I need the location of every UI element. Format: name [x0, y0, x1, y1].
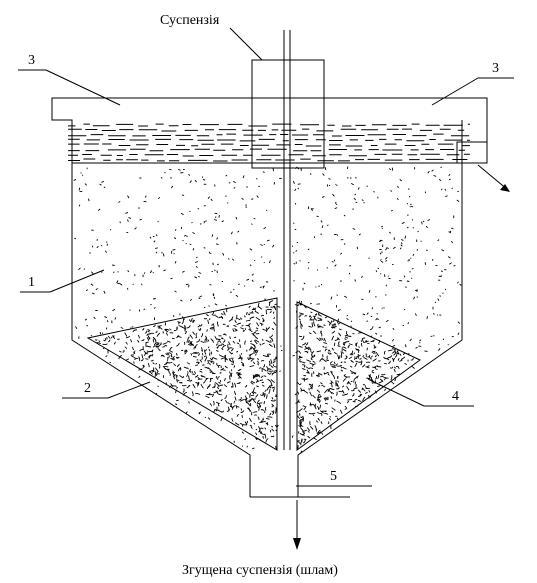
overflow-outlet	[456, 141, 488, 164]
label-overflow-left: 3	[28, 53, 35, 68]
leader-3-left-diag	[45, 69, 121, 106]
output-arrowhead	[293, 538, 301, 550]
clear-liquid-line	[68, 143, 470, 147]
clear-liquid-line	[68, 158, 468, 162]
clear-liquid-line	[68, 153, 470, 157]
sludge-triangle-left	[86, 297, 278, 451]
label-zone-2: 2	[84, 381, 91, 396]
sludge-speckle	[94, 300, 415, 451]
clear-liquid-line	[68, 123, 470, 127]
label-overflow-right: 3	[492, 61, 499, 76]
leader-4-diag	[369, 379, 425, 407]
label-output: Згущена суспензія (шлам)	[182, 563, 338, 578]
leader-3-right-diag	[431, 77, 479, 106]
clear-liquid-line	[68, 138, 470, 142]
clear-liquid-line	[68, 148, 466, 152]
suspension-speckle	[73, 166, 462, 453]
overflow-arrow	[477, 164, 509, 191]
clear-liquid-zone	[68, 123, 470, 162]
label-zone-5: 5	[330, 469, 337, 484]
label-zone-4: 4	[452, 389, 459, 404]
overflow-arrowhead	[500, 184, 510, 192]
label-feed: Суспензія	[160, 13, 220, 28]
sludge-speck-path	[94, 300, 415, 451]
clear-liquid-line	[68, 128, 465, 132]
label-zone-1: 1	[28, 275, 35, 290]
suspension-speck-path	[73, 166, 462, 453]
feed-well	[251, 59, 325, 169]
leader-1-diag	[49, 269, 105, 293]
leader-feed	[229, 27, 263, 61]
tank-body	[71, 120, 463, 497]
leader-2-diag	[107, 381, 151, 399]
clear-liquid-line	[68, 133, 470, 137]
